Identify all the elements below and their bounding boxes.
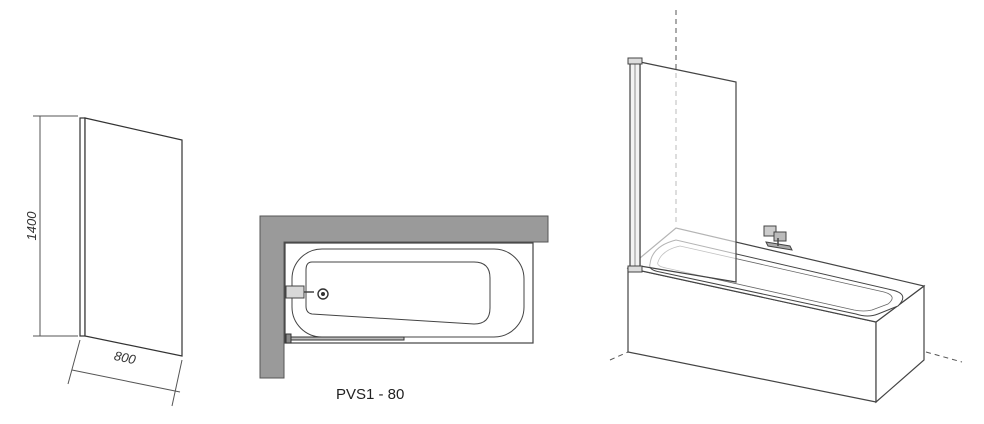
floor-dashed-left [609, 351, 629, 361]
width-dimension-line [71, 369, 181, 393]
wall-profile [79, 117, 86, 337]
faucet-icon [285, 285, 305, 299]
faucet-iso-icon [763, 225, 793, 251]
floor-dashed-right [925, 351, 963, 363]
model-label: PVS1 - 80 [336, 386, 404, 403]
plan-view: PVS1 - 80 [259, 215, 549, 403]
drain-center [321, 292, 325, 296]
bathtub-basin [305, 261, 491, 325]
profile-cap-bottom [627, 265, 643, 273]
wall-section [259, 215, 549, 379]
isometric-view [609, 10, 963, 404]
width-extension-left [67, 339, 81, 385]
glass-panel [84, 117, 183, 357]
glass-panel-iso [639, 61, 737, 283]
width-label: 800 [113, 348, 138, 367]
width-extension-right [171, 359, 183, 407]
profile-cap-top [627, 57, 643, 65]
height-label: 1400 [24, 211, 39, 241]
glass-panel-plan [285, 336, 405, 341]
panel-elevation: 1400 800 [24, 115, 183, 407]
hinge-plan [285, 333, 292, 344]
